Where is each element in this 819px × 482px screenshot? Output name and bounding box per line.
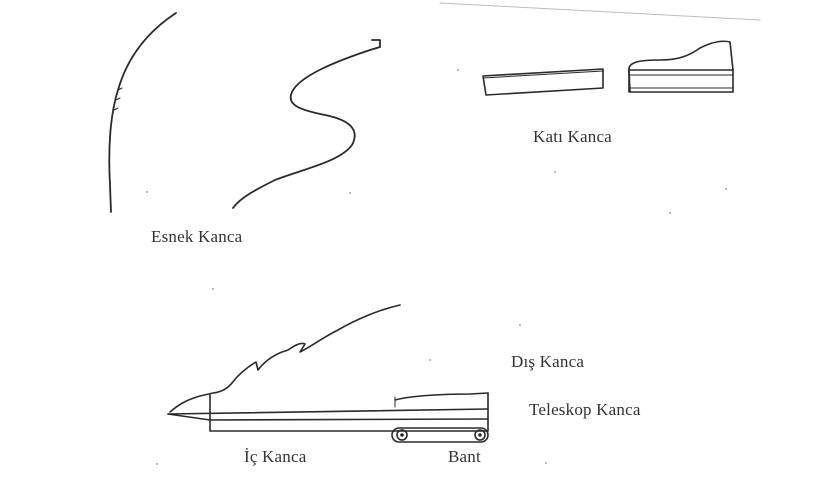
esnek-s-curve [232,39,381,209]
bant-pulley-left-hub [400,433,404,437]
kati-left-bar-inner [482,70,604,79]
dis-kanca-profile [169,304,401,413]
ic-kanca-tray [209,394,489,432]
esnek-left-arc [108,12,177,213]
scan-edge-line [439,2,761,21]
kati-kanca-drawing [482,40,734,96]
scan-specks [146,69,727,465]
kati-hook-top [628,40,734,71]
kati-right-bar [628,69,734,93]
teleskop-plate-left [167,413,211,421]
esnek-left-arc-hatch [113,87,123,111]
kati-kanca-label: Katı Kanca [533,127,612,146]
bant-label: Bant [448,447,481,466]
teleskop-plate-bottom [209,418,489,421]
ic-kanca-label: İç Kanca [244,447,307,466]
teleskop-plate-top [167,408,489,415]
bant-pulley-left [396,429,408,441]
kati-right-bar-inner [629,74,734,89]
teleskop-kanca-label: Teleskop Kanca [529,400,641,419]
teleskop-upper-plate [394,392,489,401]
kati-left-bar [482,68,604,96]
bant-belt [391,427,489,443]
bant-pulley-right [474,429,486,441]
bant-pulley-right-hub [478,433,482,437]
esnek-kanca-label: Esnek Kanca [151,227,243,246]
dis-kanca-label: Dış Kanca [511,352,585,371]
teleskop-kanca-drawing [167,304,489,443]
esnek-kanca-drawing [108,12,381,213]
